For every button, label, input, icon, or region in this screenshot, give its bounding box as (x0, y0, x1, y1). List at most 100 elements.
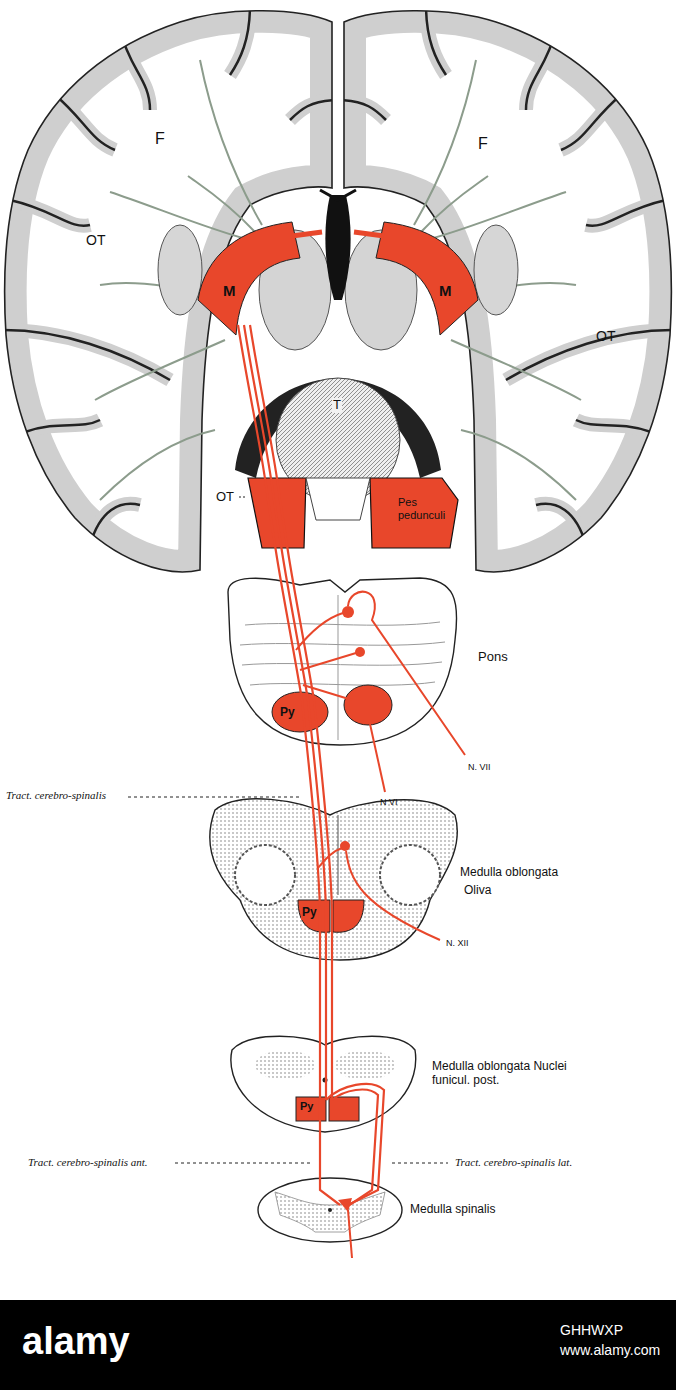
pons (272, 692, 328, 732)
pyramidal-fibers (326, 1084, 384, 1205)
sulcus (55, 95, 115, 150)
pons (242, 662, 442, 665)
medulla-oblongata (235, 845, 295, 905)
cerebral-hemisphere (5, 11, 332, 572)
pons (228, 578, 457, 745)
tract-label: Tract. cerebro-spinalis lat. (455, 1156, 572, 1169)
lower-medulla (329, 1097, 359, 1121)
nerve-label: N. VII (468, 762, 491, 772)
part-label: Oliva (464, 884, 491, 898)
cranial-nerve-fiber (318, 848, 440, 940)
sulcus (120, 30, 150, 110)
medulla-oblongata (333, 900, 364, 932)
cerebral-hemisphere (5, 11, 332, 572)
spinal-cord (258, 1178, 402, 1242)
region-label: OT (86, 232, 105, 248)
pons (344, 685, 392, 725)
pyramidal-fibers (348, 1210, 352, 1258)
sulcus (4, 330, 170, 380)
association-fibers (200, 60, 262, 225)
sulcus (230, 5, 250, 75)
sulcus (55, 95, 115, 150)
sulcus (10, 200, 90, 226)
medulla-oblongata (380, 845, 440, 905)
motor-streak (292, 232, 322, 236)
pyramidal-fibers (238, 325, 320, 1100)
lower-medulla (335, 1050, 395, 1080)
pons (228, 578, 457, 745)
leader-line (175, 1163, 310, 1164)
lower-medulla (255, 1050, 315, 1080)
sulcus (10, 200, 90, 226)
pyramidal-fibers (332, 1090, 378, 1206)
ventricle (325, 195, 350, 300)
watermark: www.alamy.com (560, 1342, 660, 1358)
sulcus (4, 330, 170, 380)
lower-medulla (231, 1036, 416, 1132)
tract-label: Py (279, 706, 296, 720)
leader-line (392, 1163, 448, 1164)
lower-medulla (296, 1097, 326, 1121)
pons (342, 606, 354, 618)
leader-line (128, 797, 300, 798)
medulla-oblongata (210, 799, 458, 960)
internal-capsule-motor (198, 222, 300, 335)
pyramidal-fibers (320, 1100, 340, 1205)
watermark-bar (0, 1300, 676, 1390)
region-label: OT (216, 490, 234, 505)
pons (338, 595, 339, 740)
nerve-label: N. XII (446, 938, 469, 948)
section-label: Medulla oblongata (460, 866, 558, 880)
spinal-cord (328, 1208, 332, 1212)
medulla-oblongata (340, 841, 350, 851)
lentiform-nucleus (158, 225, 202, 315)
pons (240, 595, 445, 740)
sulcus (25, 420, 100, 432)
cranial-nerve-fiber (348, 592, 465, 755)
cranial-nerve-fiber (370, 724, 385, 792)
association-fibers (95, 340, 225, 400)
tract-label: Tract. cerebro-spinalis (6, 789, 106, 802)
pyramidal-fibers (338, 1198, 352, 1212)
lower-medulla (231, 1036, 416, 1132)
ventricle (320, 190, 356, 200)
sulcus (25, 420, 100, 432)
section-label: Medulla oblongata Nuclei funicul. post. (432, 1060, 567, 1088)
cerebral-hemisphere (336, 5, 672, 572)
tract-label: Py (301, 906, 318, 920)
section-label: Pons (478, 650, 508, 665)
part-label: Pes pedunculi (398, 496, 453, 521)
watermark: alamy (22, 1320, 130, 1364)
pons (250, 682, 435, 685)
region-label: M (222, 282, 237, 299)
region-label: OT (596, 328, 615, 344)
tract-label: Py (299, 1100, 314, 1113)
leader-line (239, 497, 246, 498)
region-label: T (332, 398, 342, 413)
sulcus (230, 5, 250, 75)
cerebral-hemisphere (5, 11, 332, 572)
pons (240, 642, 445, 645)
midbrain (306, 478, 370, 520)
section-label: Medulla spinalis (410, 1203, 495, 1217)
cranial-nerve-fiber (303, 685, 352, 700)
spinal-cord (258, 1178, 402, 1242)
medulla-oblongata (210, 799, 458, 960)
pyramidal-fibers (250, 325, 332, 1100)
pyramidal-fibers (244, 325, 326, 1100)
watermark: GHHWXP (560, 1322, 623, 1338)
cranial-nerve-fiber (346, 851, 440, 940)
nerve-label: N VI (380, 797, 398, 807)
association-fibers (100, 430, 215, 500)
pons (245, 622, 440, 625)
region-label: F (478, 135, 488, 153)
medulla-oblongata (338, 815, 339, 895)
region-label: F (155, 130, 165, 148)
sulcus (120, 30, 150, 110)
pons (355, 647, 365, 657)
pyramidal-fibers (238, 325, 384, 1258)
tract-label: Tract. cerebro-spinalis ant. (28, 1156, 148, 1169)
region-label: M (438, 282, 453, 299)
